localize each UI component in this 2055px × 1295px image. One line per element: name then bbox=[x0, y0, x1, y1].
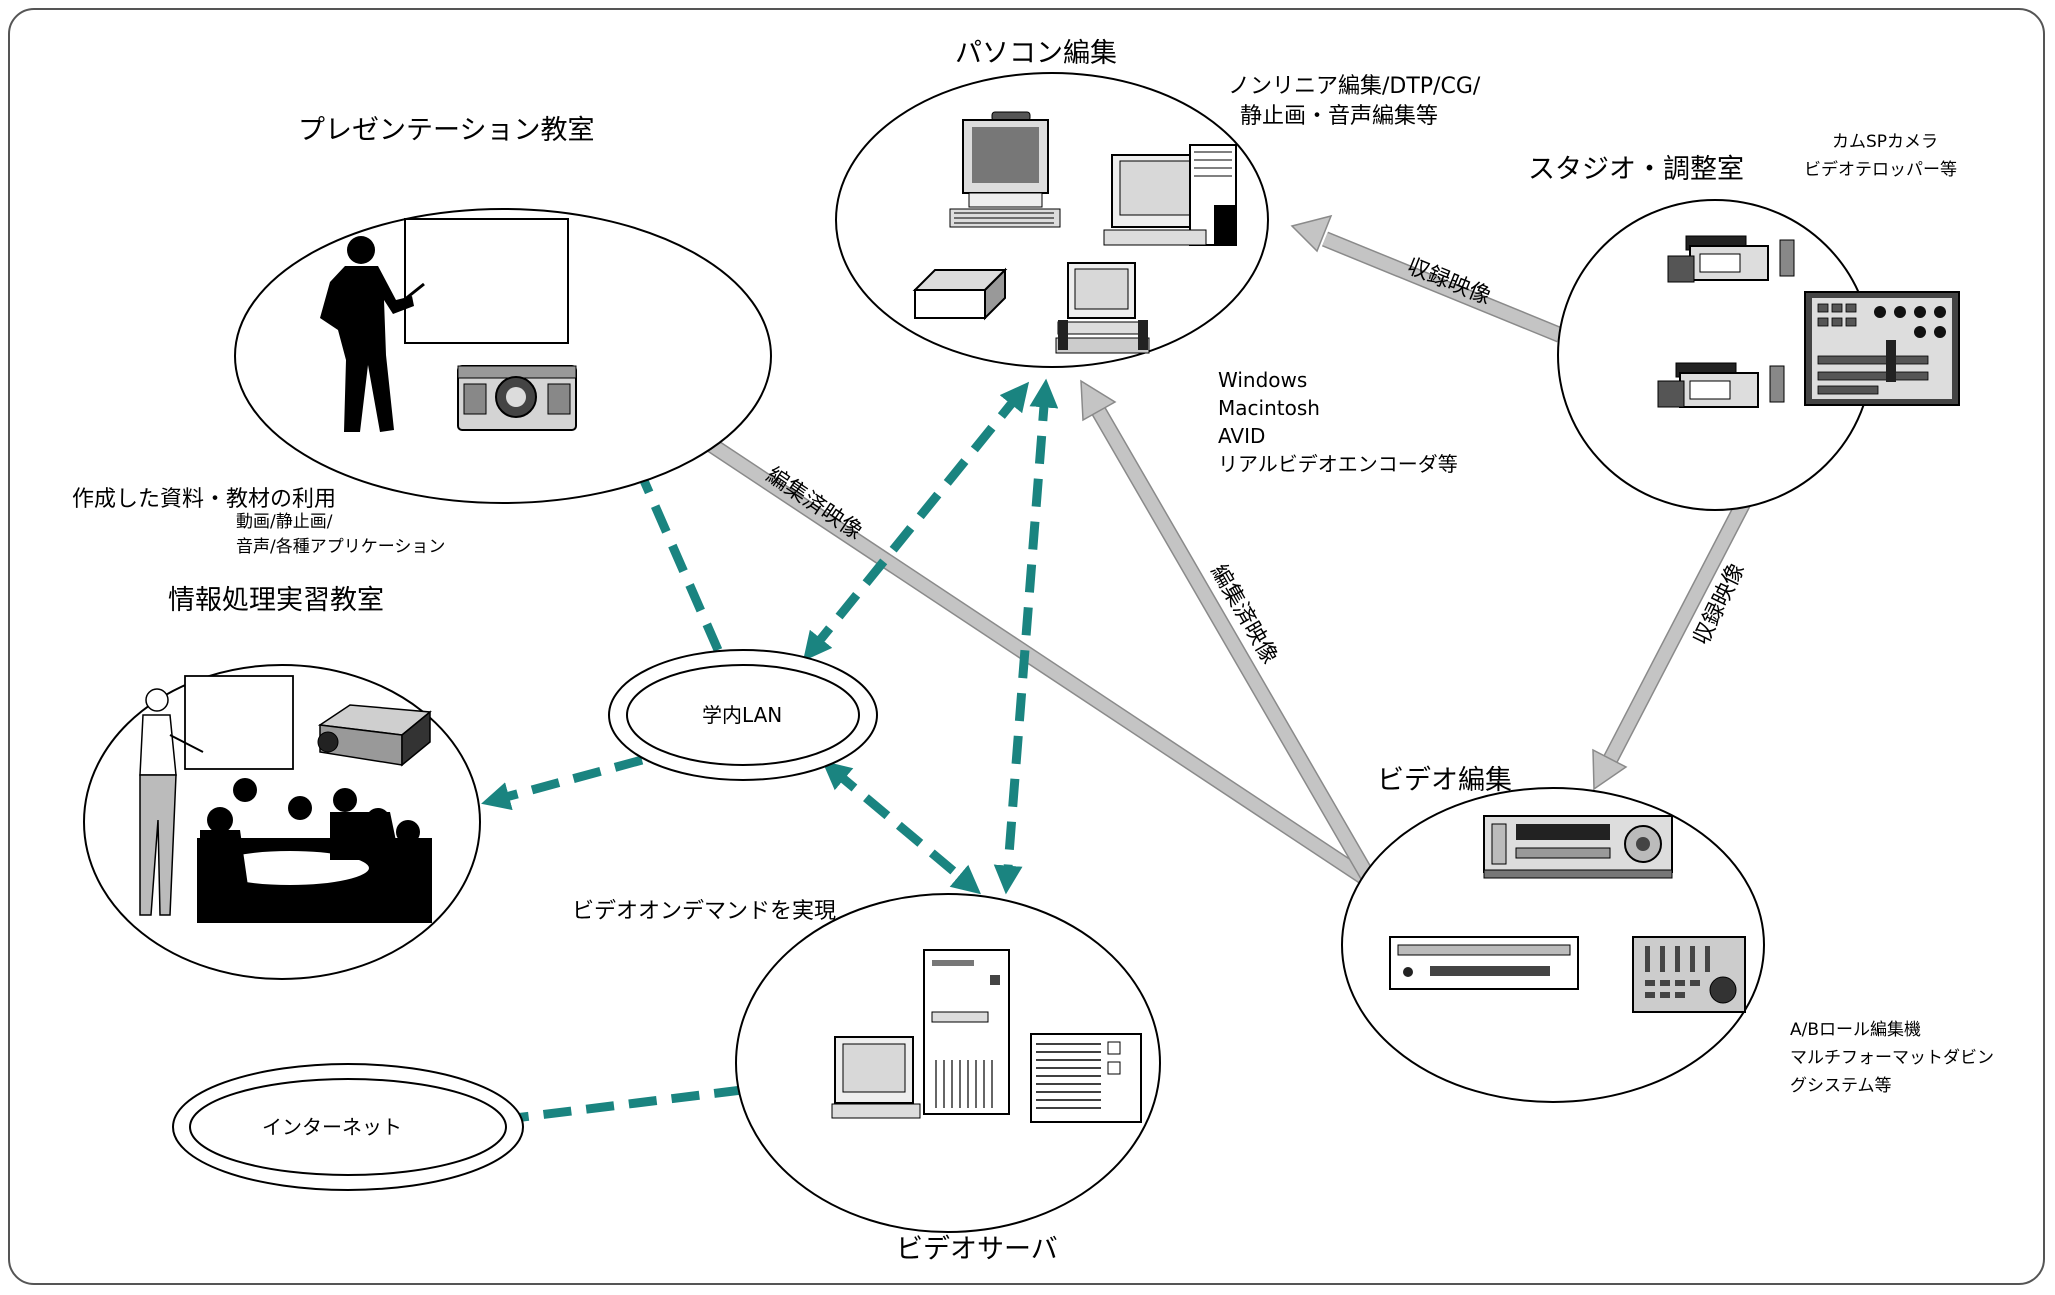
video-edit-title: ビデオ編集 bbox=[1377, 765, 1512, 796]
workstation-pc-icon bbox=[1103, 144, 1237, 246]
edit-controller-icon bbox=[1632, 936, 1746, 1013]
materials-title: 作成した資料・教材の利用 bbox=[72, 487, 337, 512]
lab-presenter-icon bbox=[139, 688, 204, 916]
presentation-screen bbox=[404, 218, 569, 344]
pc-edit-title: パソコン編集 bbox=[955, 38, 1117, 69]
materials-item-1: 動画/静止画/ bbox=[236, 512, 333, 532]
lab-screen bbox=[184, 675, 294, 770]
software-realvideo: リアルビデオエンコーダ等 bbox=[1218, 452, 1458, 476]
small-pc-icon bbox=[1055, 262, 1150, 354]
lab-meeting-silhouette-icon bbox=[197, 778, 432, 923]
info-lab-title: 情報処理実習教室 bbox=[168, 585, 384, 616]
internet-title: インターネット bbox=[262, 1115, 402, 1139]
video-server-title: ビデオサーバ bbox=[896, 1234, 1058, 1265]
arrow-studio-to-video bbox=[1592, 496, 1753, 791]
projector-icon bbox=[457, 365, 577, 431]
studio-note-line-1: カムSPカメラ bbox=[1832, 132, 1939, 152]
vcr-deck-icon bbox=[1483, 815, 1673, 879]
software-macintosh: Macintosh bbox=[1218, 396, 1320, 420]
switcher-panel-icon bbox=[1804, 291, 1960, 406]
internet-outer-ring bbox=[172, 1063, 524, 1191]
lan-links bbox=[443, 378, 1059, 1138]
double-ring-nodes bbox=[172, 649, 878, 1191]
materials-item-2: 音声/各種アプリケーション bbox=[236, 537, 446, 557]
lan-title: 学内LAN bbox=[702, 703, 783, 727]
lab-projector-icon bbox=[317, 704, 432, 767]
video-edit-note-line-3: グシステム等 bbox=[1790, 1076, 1892, 1096]
link-lan-pc bbox=[802, 381, 1030, 662]
presenter-silhouette-icon bbox=[320, 236, 425, 432]
pc-edit-note-line-2: 静止画・音声編集等 bbox=[1240, 104, 1439, 129]
video-camera-icon bbox=[1667, 235, 1795, 283]
video-server-note: ビデオオンデマンドを実現 bbox=[572, 899, 837, 924]
presentation-title: プレゼンテーション教室 bbox=[298, 115, 595, 146]
lan-inner-ring bbox=[626, 664, 860, 766]
link-lan-presentation bbox=[627, 446, 723, 652]
studio-note-line-2: ビデオテロッパー等 bbox=[1804, 160, 1957, 180]
arrow-studio-to-pc bbox=[1290, 214, 1564, 343]
server-monitor-icon bbox=[831, 1036, 921, 1119]
studio-title: スタジオ・調整室 bbox=[1528, 154, 1744, 185]
pc-edit-note-line-1: ノンリニア編集/DTP/CG/ bbox=[1228, 74, 1481, 99]
server-tower-icon bbox=[923, 949, 1010, 1115]
video-edit-note-line-2: マルチフォーマットダビン bbox=[1790, 1048, 1994, 1068]
arrow-video-to-pc bbox=[1080, 379, 1377, 885]
video-edit-note-line-1: A/Bロール編集機 bbox=[1790, 1020, 1922, 1040]
internet-inner-ring bbox=[189, 1078, 507, 1176]
software-avid: AVID bbox=[1218, 424, 1266, 448]
link-pc-server bbox=[993, 378, 1059, 895]
link-lan-server bbox=[821, 760, 982, 895]
software-windows: Windows bbox=[1218, 368, 1308, 392]
disc-player-icon bbox=[1389, 936, 1579, 990]
video-camera-icon bbox=[1657, 362, 1785, 408]
drive-box-icon bbox=[912, 267, 1008, 321]
link-lan-lab bbox=[481, 755, 644, 811]
desktop-pc-icon bbox=[949, 111, 1061, 228]
server-storage-icon bbox=[1030, 1033, 1142, 1123]
lan-outer-ring bbox=[608, 649, 878, 781]
diagram-frame bbox=[8, 8, 2045, 1285]
